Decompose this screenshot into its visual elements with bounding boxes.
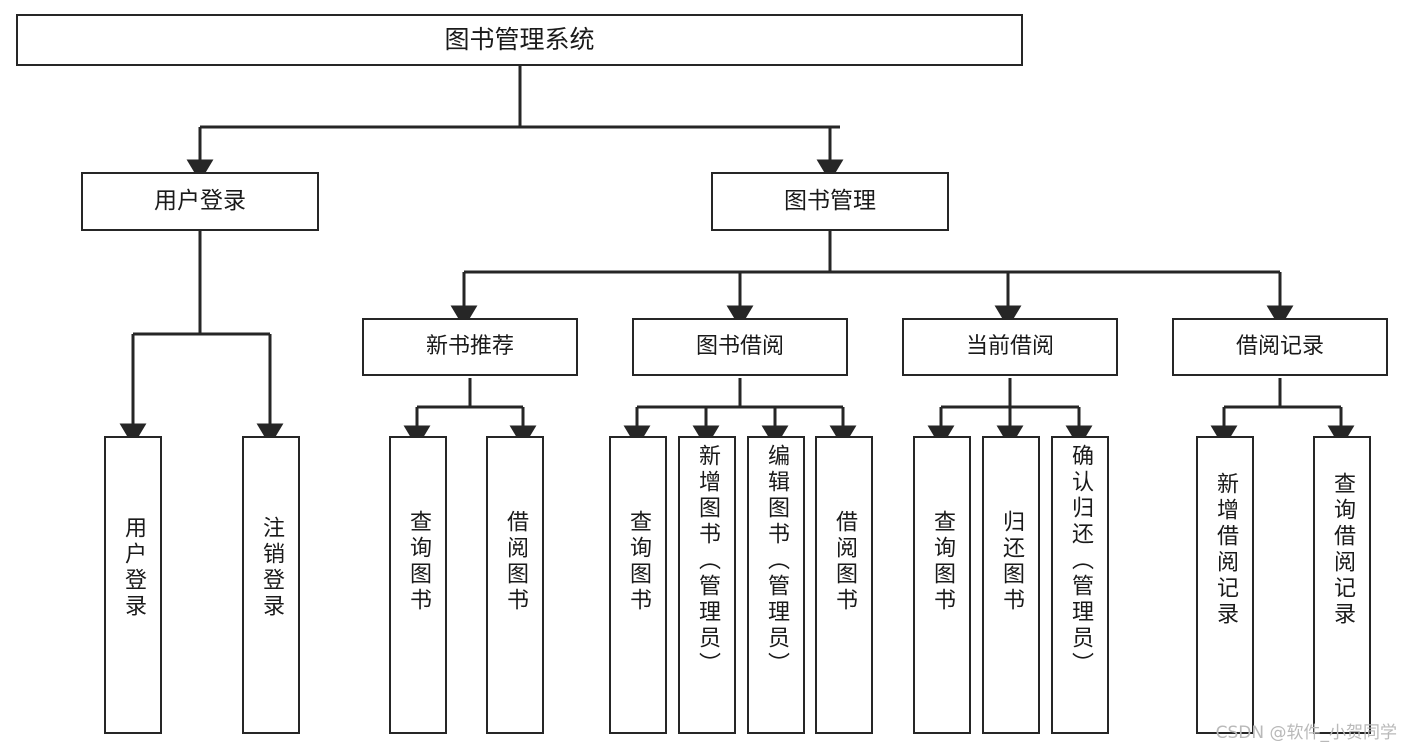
node-leaf-borrow-book-1[interactable]: 借阅图书 [486, 436, 544, 734]
node-leaf-query-book-3-label: 查询图书 [930, 510, 955, 614]
node-user-login[interactable]: 用户登录 [81, 172, 319, 231]
node-root[interactable]: 图书管理系统 [16, 14, 1023, 66]
node-leaf-query-borrow-record-label: 查询借阅记录 [1330, 472, 1355, 628]
node-leaf-borrow-book-2[interactable]: 借阅图书 [815, 436, 873, 734]
node-book-manage-label: 图书管理 [784, 188, 876, 215]
node-leaf-query-borrow-record[interactable]: 查询借阅记录 [1313, 436, 1371, 734]
node-borrow-record-label: 借阅记录 [1235, 334, 1324, 360]
node-leaf-borrow-book-1-label: 借阅图书 [503, 510, 528, 614]
node-new-book-recommend[interactable]: 新书推荐 [362, 318, 578, 376]
node-leaf-query-book-2-label: 查询图书 [626, 510, 651, 614]
node-leaf-confirm-return-admin-label: 确认归还（管理员） [1068, 444, 1093, 678]
node-leaf-confirm-return-admin[interactable]: 确认归还（管理员） [1051, 436, 1109, 734]
node-leaf-borrow-book-2-label: 借阅图书 [832, 510, 857, 614]
node-user-login-label: 用户登录 [154, 188, 246, 215]
node-leaf-query-book-3[interactable]: 查询图书 [913, 436, 971, 734]
node-book-borrow[interactable]: 图书借阅 [632, 318, 848, 376]
node-leaf-logout[interactable]: 注销登录 [242, 436, 300, 734]
node-leaf-return-book[interactable]: 归还图书 [982, 436, 1040, 734]
node-leaf-add-borrow-record-label: 新增借阅记录 [1213, 472, 1238, 628]
node-leaf-query-book-1-label: 查询图书 [406, 510, 431, 614]
node-current-borrow[interactable]: 当前借阅 [902, 318, 1118, 376]
node-leaf-user-login-label: 用户登录 [121, 516, 146, 620]
node-leaf-add-book-admin[interactable]: 新增图书（管理员） [678, 436, 736, 734]
node-leaf-logout-label: 注销登录 [259, 516, 284, 620]
node-leaf-edit-book-admin-label: 编辑图书（管理员） [764, 444, 789, 678]
node-new-book-recommend-label: 新书推荐 [425, 334, 514, 360]
node-leaf-add-book-admin-label: 新增图书（管理员） [695, 444, 720, 678]
node-leaf-return-book-label: 归还图书 [999, 510, 1024, 614]
node-leaf-query-book-1[interactable]: 查询图书 [389, 436, 447, 734]
node-book-manage[interactable]: 图书管理 [711, 172, 949, 231]
watermark: CSDN @软件_小贺同学 [1215, 723, 1397, 743]
node-leaf-edit-book-admin[interactable]: 编辑图书（管理员） [747, 436, 805, 734]
node-borrow-record[interactable]: 借阅记录 [1172, 318, 1388, 376]
node-current-borrow-label: 当前借阅 [965, 334, 1054, 360]
node-leaf-user-login[interactable]: 用户登录 [104, 436, 162, 734]
node-book-borrow-label: 图书借阅 [695, 334, 784, 360]
node-root-label: 图书管理系统 [444, 24, 595, 54]
node-leaf-query-book-2[interactable]: 查询图书 [609, 436, 667, 734]
node-leaf-add-borrow-record[interactable]: 新增借阅记录 [1196, 436, 1254, 734]
